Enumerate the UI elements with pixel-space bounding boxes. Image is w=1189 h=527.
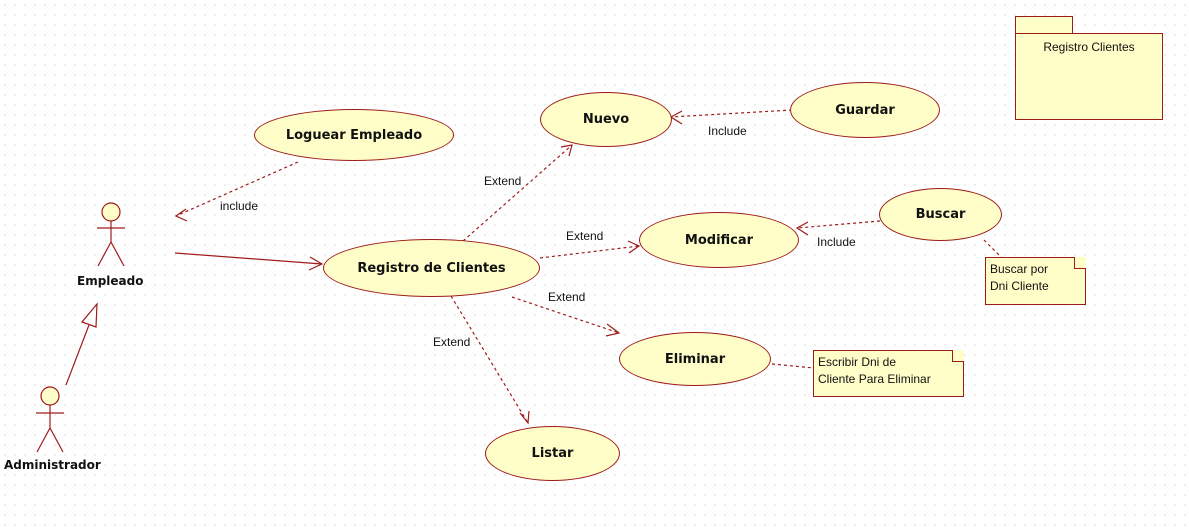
use-case-eliminar[interactable]: Eliminar [619,332,771,386]
note-eliminar-line-1: Escribir Dni de [818,355,897,369]
extend-edge-eliminar [511,296,620,334]
include-edge-loguear [175,161,299,217]
use-case-buscar[interactable]: Buscar [879,188,1002,241]
note-buscar-line-2: Dni Cliente [990,279,1049,293]
package-registro-clientes[interactable]: Registro Clientes [1015,33,1163,120]
arrowhead-guardar [669,110,683,125]
relation-label-loguear-include: include [220,199,259,213]
generalization-arrow [65,302,98,386]
administrador-actor-label[interactable]: Administrador [4,458,101,472]
note-buscar[interactable]: Buscar por Dni Cliente [985,257,1086,305]
note-connector-eliminar [771,363,815,369]
use-case-listar[interactable]: Listar [485,426,620,481]
note-buscar-line-1: Buscar por [990,262,1049,276]
package-tab [1015,16,1073,34]
extend-edge-listar [450,295,529,424]
relation-label-listar-extend: Extend [433,335,471,349]
arrowhead-modificar [627,240,641,254]
extend-edge-nuevo [462,144,573,242]
arrowhead-listar [519,410,530,425]
note-connector-buscar [983,239,1003,259]
relation-label-eliminar-extend: Extend [548,290,586,304]
empleado-actor-label[interactable]: Empleado [77,274,144,288]
note-buscar-fold [1074,257,1086,269]
association-arrow [174,252,324,271]
relation-label-guardar-include: Include [708,124,747,138]
arrowhead-loguear [174,208,188,222]
use-case-modificar[interactable]: Modificar [639,212,799,268]
arrowhead-nuevo [560,144,573,157]
use-case-registro-clientes[interactable]: Registro de Clientes [323,239,540,297]
note-eliminar-fold [952,350,964,362]
administrador-actor-figure [36,386,64,453]
relation-label-nuevo-extend: Extend [484,174,522,188]
include-edge-guardar [670,109,793,118]
relation-label-buscar-include: Include [817,235,856,249]
use-case-guardar[interactable]: Guardar [790,82,940,138]
extend-edge-modificar [539,245,640,259]
include-edge-buscar [796,220,881,229]
arrowhead-buscar [795,221,809,236]
note-eliminar[interactable]: Escribir Dni de Cliente Para Eliminar [813,350,964,397]
use-case-loguear-empleado[interactable]: Loguear Empleado [254,109,454,161]
relation-label-modificar-extend: Extend [566,229,604,243]
arrowhead-eliminar [605,323,621,337]
empleado-actor-figure [97,202,125,267]
note-eliminar-line-2: Cliente Para Eliminar [818,372,931,386]
use-case-nuevo[interactable]: Nuevo [540,92,672,147]
